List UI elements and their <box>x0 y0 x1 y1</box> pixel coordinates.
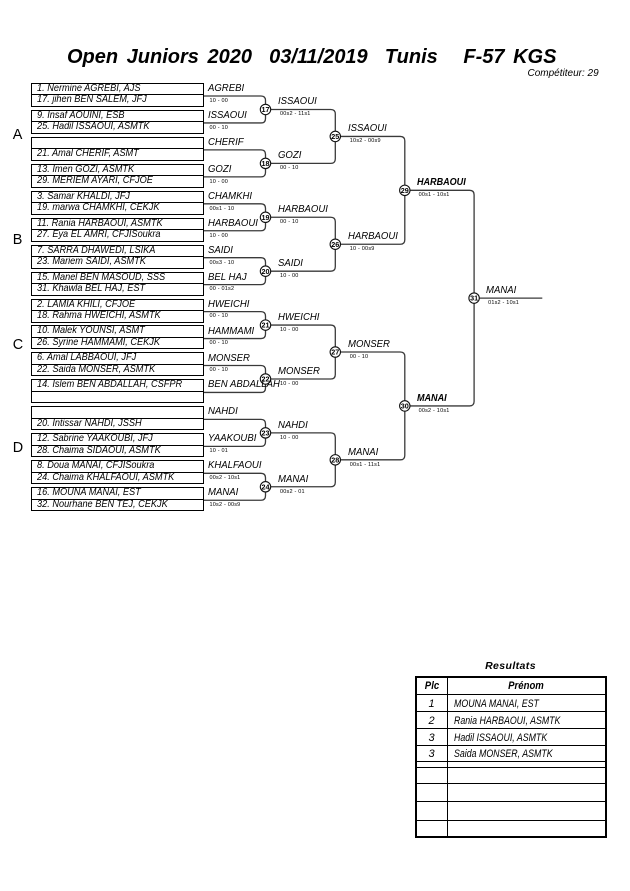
svg-text:24: 24 <box>262 482 270 491</box>
svg-text:27: 27 <box>331 348 339 357</box>
svg-text:26: 26 <box>331 240 339 249</box>
svg-text:30: 30 <box>401 402 409 411</box>
svg-text:22: 22 <box>262 375 270 384</box>
svg-text:31: 31 <box>470 294 478 303</box>
svg-text:17: 17 <box>262 105 270 114</box>
svg-text:29: 29 <box>401 186 409 195</box>
svg-text:28: 28 <box>331 455 339 464</box>
svg-text:20: 20 <box>262 267 270 276</box>
svg-text:25: 25 <box>331 132 339 141</box>
svg-text:18: 18 <box>262 159 270 168</box>
svg-text:19: 19 <box>262 213 270 222</box>
svg-text:21: 21 <box>262 321 270 330</box>
svg-text:23: 23 <box>262 428 270 437</box>
